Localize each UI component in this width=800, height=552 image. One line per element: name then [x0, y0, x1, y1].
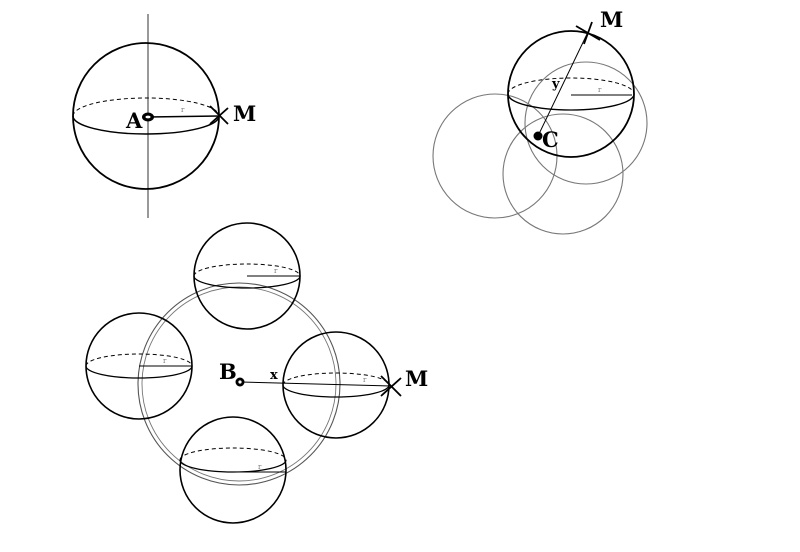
radius-segment [147, 115, 220, 118]
label-x: x [270, 368, 278, 383]
label-m-fig2: M [600, 7, 623, 32]
figure-sphere-b [85, 222, 402, 524]
distance-segment-x [240, 381, 392, 387]
equator-hidden-arc [72, 97, 220, 117]
label-r-bottom: r [258, 463, 262, 471]
point-m-cross-2-b [380, 377, 402, 397]
label-r-top: r [274, 267, 278, 275]
gray-circle-bottom [502, 113, 624, 235]
equator-visible-arc-c [507, 93, 635, 111]
label-m-fig1: M [233, 101, 256, 126]
label-r-fig1: r [181, 106, 185, 114]
point-m-cross-2 [209, 107, 229, 125]
figure-sphere-a [72, 14, 229, 218]
large-orbit-circle [137, 282, 341, 486]
label-m-fig3: M [405, 366, 428, 391]
label-b: B [219, 359, 237, 384]
center-point-c [533, 131, 543, 141]
large-orbit-circle-inner [141, 286, 337, 482]
center-point-a-highlight [145, 115, 151, 119]
label-a: A [125, 108, 143, 133]
center-point-b-highlight [238, 380, 242, 384]
label-r-right: r [363, 376, 367, 384]
gray-circle-left [432, 93, 558, 219]
label-y: y [551, 77, 560, 92]
equator-hidden-arc-c [507, 77, 635, 95]
sphere-left [85, 312, 193, 420]
sphere-bottom [179, 416, 287, 524]
sphere-outline-c [507, 30, 635, 158]
label-r-left: r [163, 357, 167, 365]
label-r-fig2: r [598, 86, 602, 94]
label-c: C [542, 127, 559, 152]
point-m-cross-2-c [583, 21, 593, 45]
sphere-top [193, 222, 301, 330]
gray-circle-right [524, 61, 648, 185]
distance-segment-y [537, 31, 589, 137]
figure-sphere-c [432, 21, 648, 235]
